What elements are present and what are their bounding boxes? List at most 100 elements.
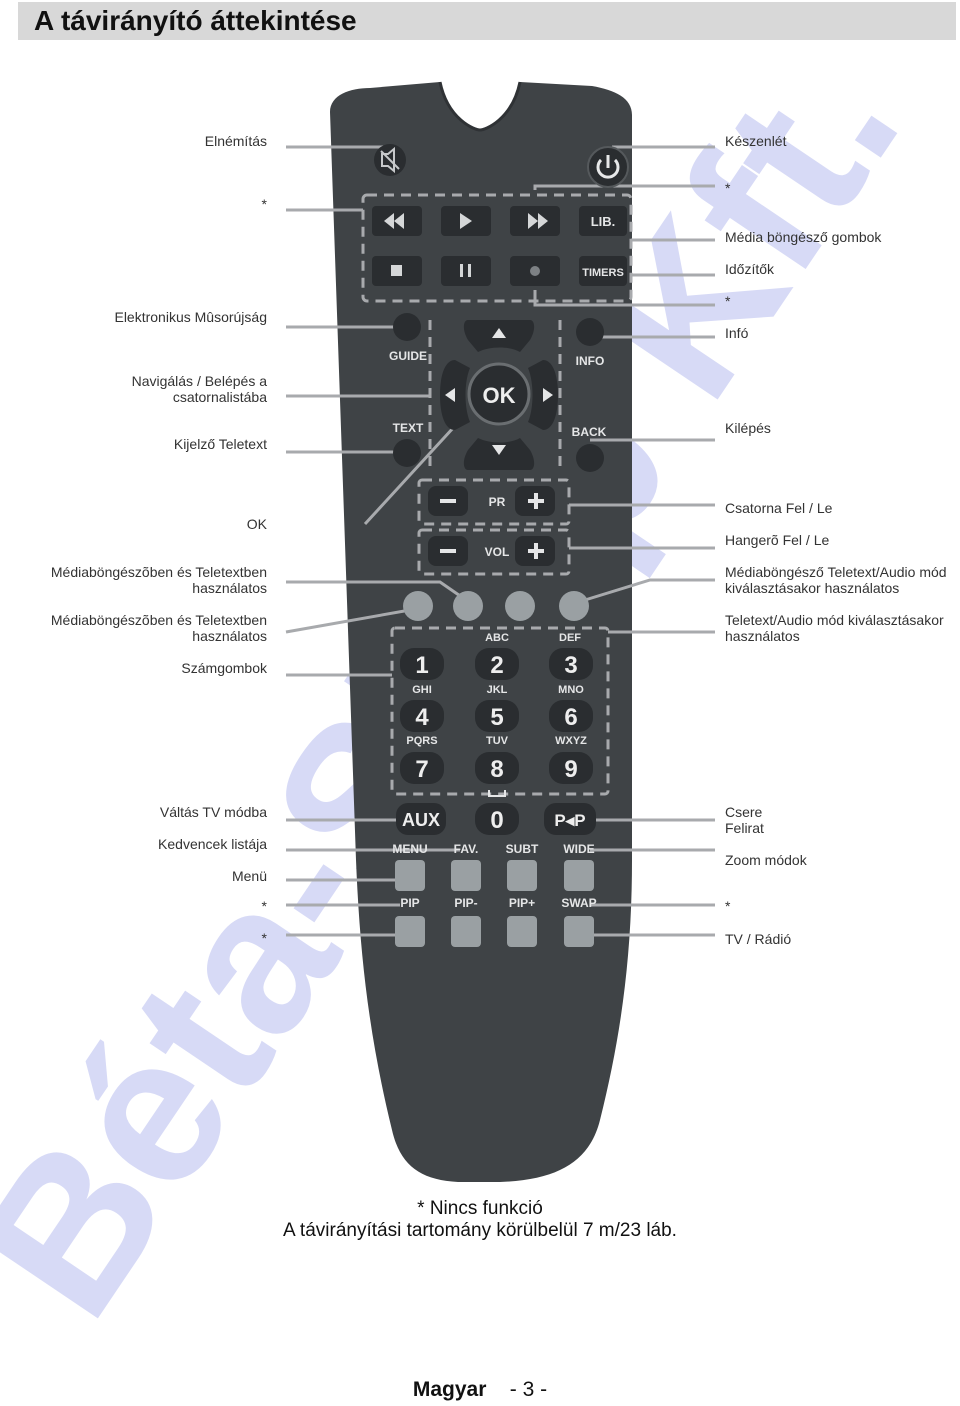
- pipplus-button[interactable]: [507, 916, 537, 947]
- label-tvradio: TV / Rádió: [725, 931, 792, 947]
- label-teleaudio: Teletext/Audio mód kiválasztásakor haszn…: [725, 612, 944, 644]
- digit-5-button[interactable]: [475, 700, 519, 732]
- color-button-2[interactable]: [453, 591, 483, 621]
- label-tvmode: Váltás TV módba: [159, 804, 267, 820]
- color-button-3[interactable]: [505, 591, 535, 621]
- digit-8-label: 8: [490, 756, 503, 783]
- label-star-4: *: [725, 180, 731, 196]
- digit-7-button[interactable]: [400, 752, 444, 784]
- label-star-3: *: [261, 930, 267, 946]
- digit-8-button[interactable]: [475, 752, 519, 784]
- text-button[interactable]: [393, 439, 421, 467]
- menu-label: MENU: [392, 842, 427, 856]
- plus-icon: [528, 543, 544, 559]
- standby-button[interactable]: [587, 146, 629, 188]
- label-mediatele-line-1: Médiaböngésző Teletext/Audio mód: [725, 564, 947, 580]
- pause-button[interactable]: [441, 256, 491, 286]
- stop-icon: [391, 265, 402, 276]
- arrow-up-icon: [492, 328, 506, 338]
- wide-button[interactable]: [564, 860, 594, 891]
- ok-button[interactable]: [467, 362, 531, 426]
- arrow-right-icon: [543, 388, 553, 402]
- label-fav: Kedvencek listája: [158, 836, 267, 852]
- media-row-1: LIB.: [372, 206, 627, 236]
- digit-1-button[interactable]: [400, 648, 444, 680]
- pipplus-label: PIP+: [509, 896, 535, 910]
- play-icon: [460, 213, 472, 229]
- label-star-6: *: [725, 898, 731, 914]
- fav-label: FAV.: [454, 842, 479, 856]
- color-button-4[interactable]: [559, 591, 589, 621]
- label-info: Infó: [725, 325, 749, 341]
- digit-2-button[interactable]: [475, 648, 519, 680]
- label-swap-line-1: Csere: [725, 804, 763, 820]
- lib-button[interactable]: [579, 206, 627, 236]
- minus-icon: [440, 499, 456, 503]
- pr-label: PR: [489, 495, 506, 509]
- label-ok: OK: [246, 516, 267, 532]
- footer-language: Magyar: [412, 1378, 487, 1401]
- digit-3-button[interactable]: [549, 648, 593, 680]
- pp-label: P◂P: [554, 811, 585, 830]
- label-exit: Kilépés: [725, 420, 771, 436]
- timers-button[interactable]: [579, 256, 627, 286]
- pip-button[interactable]: [395, 916, 425, 947]
- label-media-1-line-1: Médiaböngészõben és Teletextben: [50, 564, 267, 580]
- label-media-2-line-2: használatos: [192, 628, 267, 644]
- mute-button[interactable]: [374, 144, 406, 176]
- digit-0-button[interactable]: [475, 803, 519, 835]
- pipminus-button[interactable]: [451, 916, 481, 947]
- label-timers: Időzítők: [725, 261, 775, 277]
- footnote-range: A távirányítási tartomány körülbelül 7 m…: [283, 1220, 677, 1241]
- color-button-1[interactable]: [403, 591, 433, 621]
- menu-button[interactable]: [395, 860, 425, 891]
- digit-3-label: 3: [564, 652, 577, 679]
- digit-4-button[interactable]: [400, 700, 444, 732]
- swap-label: SWAP: [561, 896, 596, 910]
- label-media-1: Médiaböngészõben és Teletextben használa…: [51, 564, 267, 596]
- swap-button[interactable]: [564, 916, 594, 947]
- label-mediatele: Médiaböngésző Teletext/Audio mód kiválas…: [725, 564, 947, 596]
- label-volume: Hangerõ Fel / Le: [725, 532, 830, 548]
- page-title: A távirányító áttekintése: [34, 5, 357, 36]
- label-star-2: *: [261, 898, 267, 914]
- arrow-down-icon: [492, 445, 506, 455]
- subt-label: SUBT: [506, 842, 539, 856]
- label-nav-line-1: Navigálás / Belépés a: [131, 373, 267, 389]
- mno-label: MNO: [558, 684, 584, 696]
- plus-icon: [528, 493, 544, 509]
- label-channel: Csatorna Fel / Le: [725, 500, 833, 516]
- digit-6-button[interactable]: [549, 700, 593, 732]
- digit-4-label: 4: [415, 704, 429, 731]
- subt-button[interactable]: [507, 860, 537, 891]
- info-label: INFO: [576, 354, 605, 368]
- pp-button[interactable]: [544, 803, 596, 835]
- info-button[interactable]: [576, 318, 604, 346]
- label-star-5: *: [725, 293, 731, 309]
- digit-9-label: 9: [564, 756, 577, 783]
- label-standby: Készenlét: [725, 133, 787, 149]
- label-teleaudio-line-2: használatos: [725, 628, 800, 644]
- guide-button[interactable]: [393, 313, 421, 341]
- rewind-icon: [384, 213, 404, 229]
- page-footer: Magyar - 3 -: [0, 1378, 960, 1402]
- fastforward-icon: [528, 213, 548, 229]
- pip-label: PIP: [400, 896, 419, 910]
- aux-button[interactable]: [396, 803, 446, 835]
- digit-9-button[interactable]: [549, 752, 593, 784]
- volume-rocker: VOL: [428, 536, 555, 566]
- minus-icon: [440, 549, 456, 553]
- back-button[interactable]: [576, 444, 604, 472]
- label-swap-line-2: Felirat: [725, 820, 764, 836]
- pause-icon: [460, 264, 471, 277]
- pipminus-label: PIP-: [454, 896, 477, 910]
- wide-label: WIDE: [563, 842, 594, 856]
- ok-label: OK: [483, 383, 516, 408]
- label-epg: Elektronikus Mûsorújság: [114, 309, 267, 325]
- fav-button[interactable]: [451, 860, 481, 891]
- record-icon: [530, 266, 540, 276]
- space-icon: [488, 790, 506, 797]
- remote-body: [330, 82, 632, 1182]
- mute-icon: [380, 146, 400, 174]
- label-swap: Csere Felirat: [725, 804, 764, 836]
